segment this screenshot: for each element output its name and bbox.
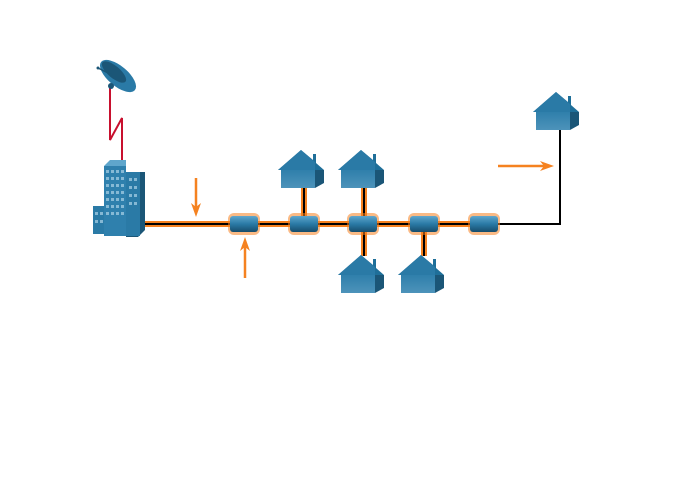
signal-arrow-down-icon	[191, 178, 201, 217]
drop-cable	[498, 128, 561, 225]
amplifier-tap-icon	[468, 213, 500, 235]
amplifier-tap-icon	[408, 213, 440, 235]
house-icon	[338, 150, 384, 188]
headend-building-icon	[93, 160, 145, 237]
satellite-dish-icon	[96, 59, 137, 93]
satellite-link	[109, 88, 123, 162]
house-icon	[398, 255, 444, 293]
house-icon	[338, 255, 384, 293]
amplifier-tap-icon	[228, 213, 260, 235]
signal-arrow-up-icon	[240, 237, 250, 278]
signal-arrow-right-icon	[498, 161, 554, 171]
house-icon	[533, 92, 579, 130]
amplifier-tap-icon	[288, 213, 320, 235]
amplifier-tap-icon	[347, 213, 379, 235]
house-icon	[278, 150, 324, 188]
